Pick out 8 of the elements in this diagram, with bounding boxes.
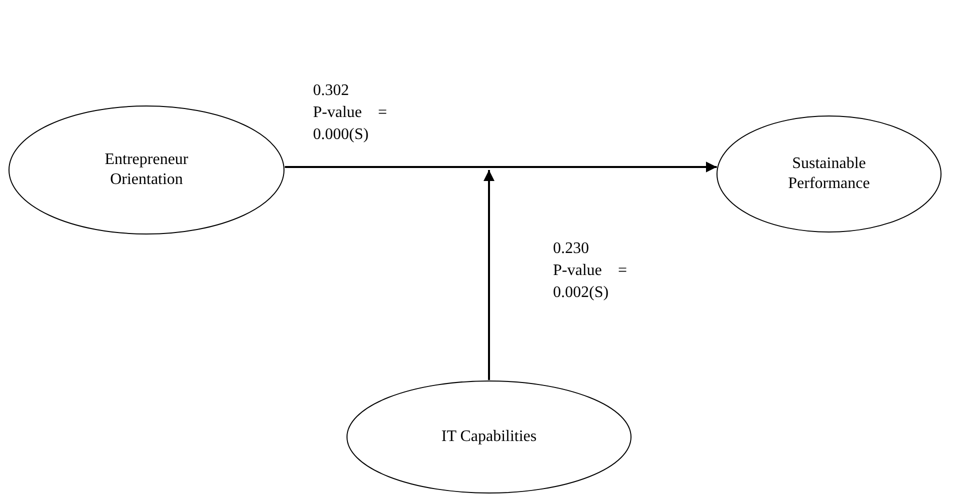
ellipse-node <box>346 380 632 494</box>
node-label: Sustainable Performance <box>787 154 871 194</box>
ellipse-node <box>716 115 942 233</box>
ellipse-node <box>8 105 285 235</box>
arrow <box>484 170 494 380</box>
arrow <box>284 162 717 172</box>
node-label: IT Capabilities <box>440 427 538 447</box>
node-label: Entrepreneur Orientation <box>104 150 190 190</box>
